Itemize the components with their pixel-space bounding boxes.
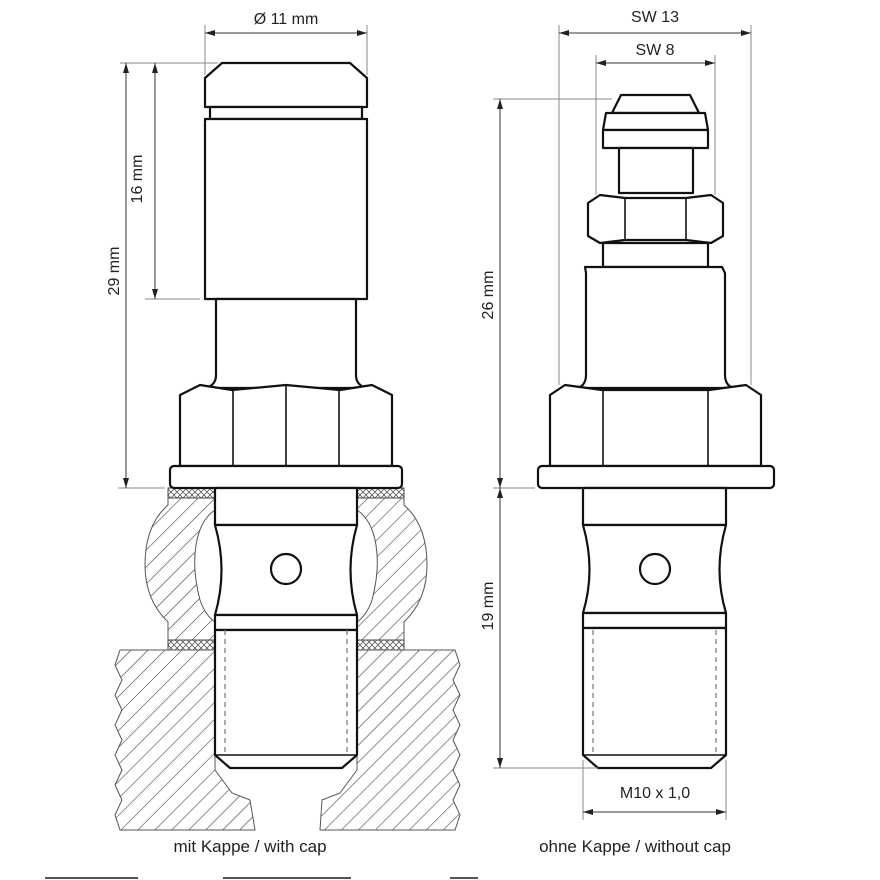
flange-right (536, 464, 776, 490)
cap-groove (208, 105, 364, 121)
caption-with-cap: mit Kappe / with cap (173, 837, 327, 856)
nipple-seat (601, 241, 710, 269)
oil-bore-right (638, 552, 672, 586)
label-sw13: SW 13 (630, 9, 679, 26)
bleed-nipple-tip (610, 93, 701, 115)
banjo-section (144, 487, 428, 651)
bottom-rule-center (223, 877, 351, 879)
thread-relief (213, 613, 359, 632)
thread-relief-right (581, 611, 728, 630)
bottom-rule-right (450, 877, 478, 879)
seal-washer-top-left (167, 487, 216, 499)
cap-body (203, 117, 369, 301)
flange (168, 464, 404, 490)
label-upper-height: 26 mm (480, 270, 497, 320)
neck-right (581, 486, 728, 527)
nipple-stem (617, 146, 695, 195)
label-diameter: Ø 11 mm (253, 11, 319, 28)
right-view (493, 25, 776, 820)
cap (203, 61, 369, 109)
bolt-shank (204, 297, 368, 390)
hex-head-right (548, 383, 763, 468)
thread-section (213, 628, 359, 770)
seal-washer-bottom-right (356, 639, 405, 651)
caption-without-cap: ohne Kappe / without cap (539, 837, 731, 856)
oil-bore (269, 552, 303, 586)
housing-section (114, 649, 461, 831)
bolt-body (576, 265, 735, 390)
seal-washer-top-right (356, 487, 405, 499)
bottom-rule-left (45, 877, 138, 879)
neck (213, 486, 359, 527)
left-view (114, 25, 461, 831)
seal-washer-bottom-left (167, 639, 216, 651)
left-dimensions (118, 25, 368, 489)
label-thread-spec: M10 x 1,0 (619, 785, 691, 802)
right-dimensions (493, 25, 752, 820)
label-thread-length: 19 mm (480, 581, 497, 631)
thread-right (581, 626, 728, 770)
label-cap-height: 16 mm (129, 154, 146, 204)
small-hex (586, 193, 725, 245)
label-total-height: 29 mm (106, 246, 123, 296)
label-sw8: SW 8 (635, 42, 675, 59)
